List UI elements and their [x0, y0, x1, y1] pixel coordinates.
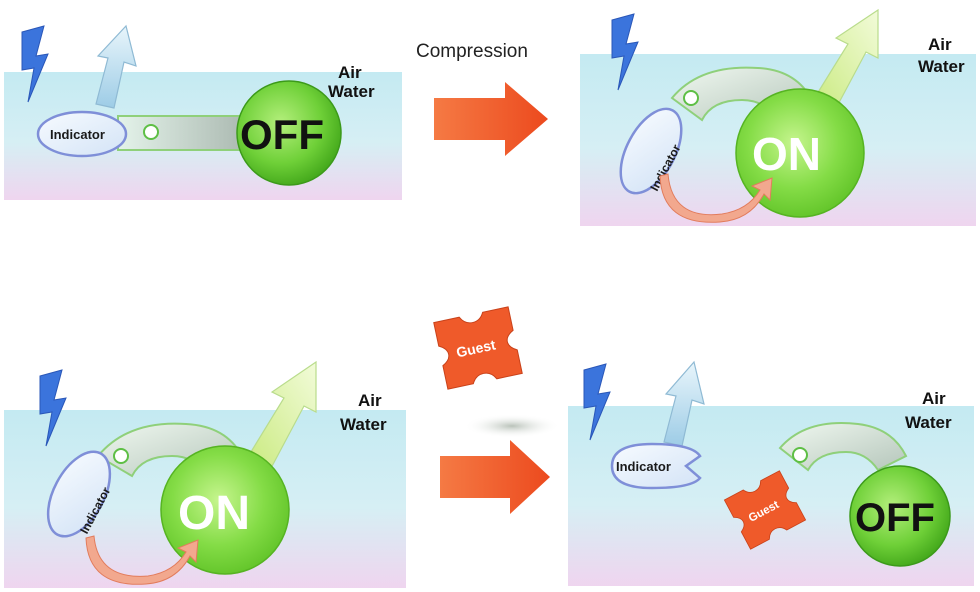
linker-node	[683, 90, 699, 106]
emission-arrow-icon	[95, 24, 137, 109]
indicator-oval	[36, 110, 128, 158]
indicator-oval	[619, 107, 683, 195]
linker-bar	[117, 115, 249, 151]
compression-step: Compression	[416, 41, 548, 156]
indicator-oval	[46, 450, 112, 538]
indicator-label: Indicator	[50, 127, 105, 142]
transfer-arrow-icon	[659, 173, 773, 223]
state-label-off: OFF	[240, 111, 324, 158]
indicator-oval	[610, 442, 702, 490]
air-label: Air	[338, 63, 362, 82]
air-label: Air	[358, 391, 382, 410]
linker-node	[113, 448, 129, 464]
panel-top-right: Air Water ON Indicator	[580, 8, 976, 226]
air-label: Air	[922, 389, 946, 408]
panel-bottom-right: Air Water Indicator Guest OFF	[568, 360, 974, 586]
linker-bar	[778, 422, 908, 472]
transfer-arrow-icon	[85, 535, 199, 585]
linker-node	[792, 447, 808, 463]
guest-step: Guest	[433, 306, 560, 514]
panel-bottom-left: Air Water ON Indicator	[4, 360, 406, 588]
emission-arrow-icon	[663, 360, 705, 447]
state-label-on: ON	[752, 128, 821, 180]
state-sphere-off	[236, 80, 342, 186]
water-label: Water	[328, 82, 375, 101]
linker-node	[143, 124, 159, 140]
process-arrow-icon	[434, 82, 548, 156]
water-label: Water	[918, 57, 965, 76]
emission-arrow-icon	[245, 360, 317, 471]
compression-label: Compression	[416, 41, 528, 62]
air-label: Air	[928, 35, 952, 54]
water-label: Water	[340, 415, 387, 434]
state-label-on: ON	[178, 487, 250, 540]
state-label-off: OFF	[855, 496, 935, 540]
water-label: Water	[905, 413, 952, 432]
panel-top-left: Air Water Indicator OFF	[4, 24, 402, 200]
guest-molecule-icon: Guest	[723, 470, 807, 550]
guest-shadow	[464, 414, 560, 438]
process-arrow-icon	[440, 440, 550, 514]
state-sphere-off	[849, 465, 951, 567]
indicator-label: Indicator	[616, 459, 671, 474]
guest-molecule-icon: Guest	[433, 306, 523, 390]
